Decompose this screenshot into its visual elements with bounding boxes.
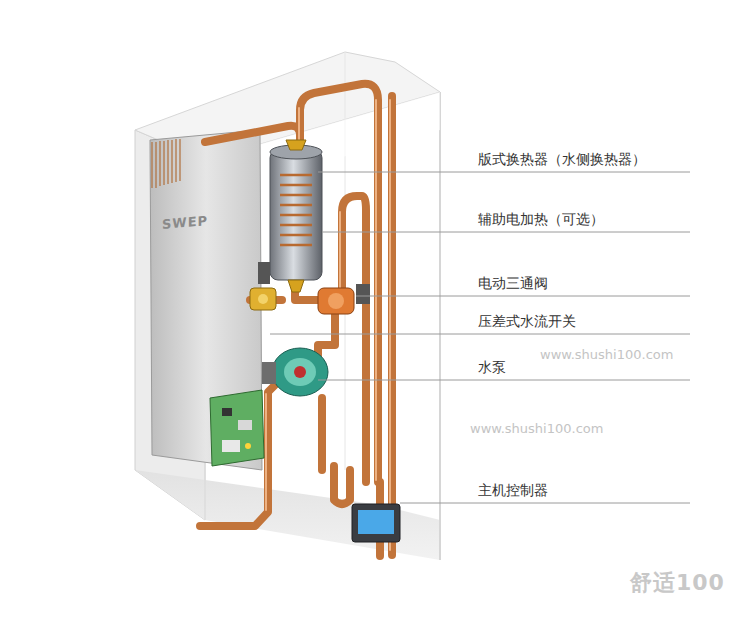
flow-switch [250, 288, 276, 310]
part-label: 电动三通阀 [478, 274, 548, 292]
three-way-valve [318, 284, 370, 314]
copper-pipes [200, 84, 392, 556]
control-board [210, 390, 264, 466]
water-pump [262, 348, 328, 396]
bracket [258, 262, 270, 284]
watermark: www.shushi100.com [540, 346, 673, 364]
pipe-highlight [266, 100, 390, 550]
watermark: 舒适100 [630, 574, 725, 592]
part-label: 主机控制器 [478, 481, 548, 499]
part-label: 辅助电加热（可选） [478, 210, 604, 228]
brass-fitting [288, 280, 304, 292]
heater-coil [280, 175, 312, 245]
brass-fitting [286, 140, 306, 150]
leader-lines [270, 172, 690, 503]
cabinet-edge [439, 92, 441, 560]
part-label: 压差式水流开关 [478, 312, 576, 330]
electric-heater [270, 150, 322, 280]
main-controller [352, 504, 400, 542]
watermark: www.shushi100.com [470, 420, 603, 438]
part-label: 水泵 [478, 358, 506, 376]
brand-mark: SWEP [162, 212, 208, 234]
part-label: 版式换热器（水侧换热器） [478, 150, 646, 168]
plate-fins [152, 139, 180, 188]
